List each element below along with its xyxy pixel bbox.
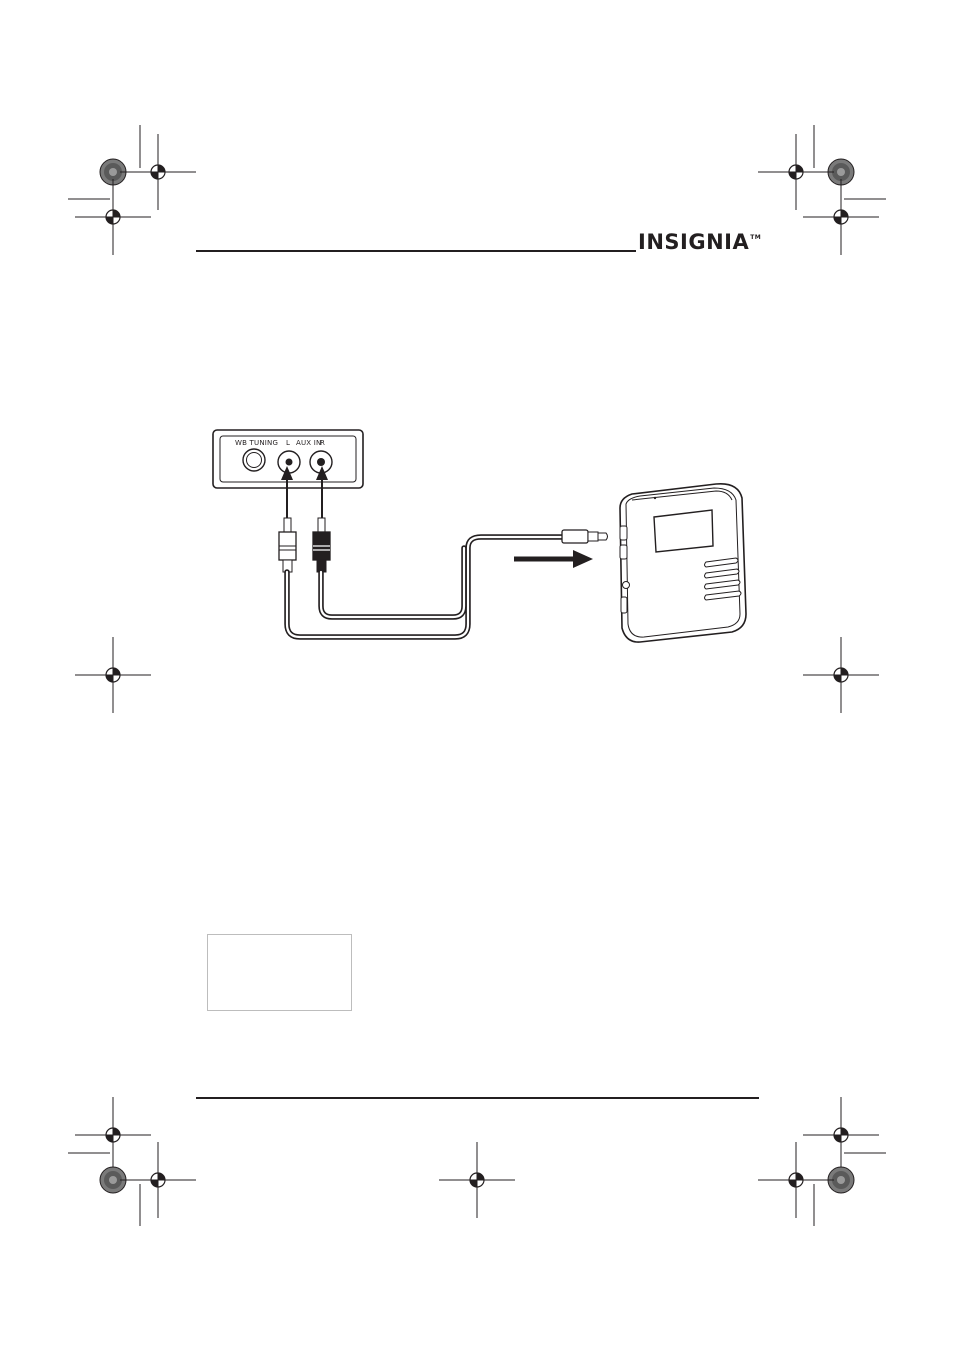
rca-plug-red — [313, 518, 330, 572]
direction-arrow — [514, 550, 593, 568]
insignia-logo: INSIGNIATM — [638, 226, 761, 258]
registration-mark — [439, 1142, 515, 1218]
portable-audio-player — [620, 484, 746, 642]
registration-mark — [75, 179, 151, 255]
registration-mark — [803, 637, 879, 713]
registration-mark — [75, 637, 151, 713]
wb-tuning-label: WB TUNING — [235, 439, 278, 447]
left-channel-label: L — [286, 439, 290, 447]
logo-text: INSIGNIA — [638, 230, 749, 254]
registration-mark — [758, 1142, 834, 1218]
mini-plug — [562, 530, 608, 543]
registration-mark — [803, 179, 879, 255]
registration-mark — [758, 134, 834, 210]
plug-arrows — [281, 466, 328, 518]
rca-plug-white — [279, 518, 296, 572]
caution-box — [207, 934, 352, 1011]
registration-mark — [803, 1097, 879, 1173]
right-channel-label: R — [320, 439, 325, 447]
registration-mark — [75, 1097, 151, 1173]
footer-rule — [196, 1097, 759, 1099]
header-rule — [196, 250, 636, 252]
trademark-symbol: TM — [750, 234, 761, 241]
aux-in-label: AUX IN — [296, 439, 321, 447]
registration-mark — [120, 134, 196, 210]
registration-mark — [120, 1142, 196, 1218]
